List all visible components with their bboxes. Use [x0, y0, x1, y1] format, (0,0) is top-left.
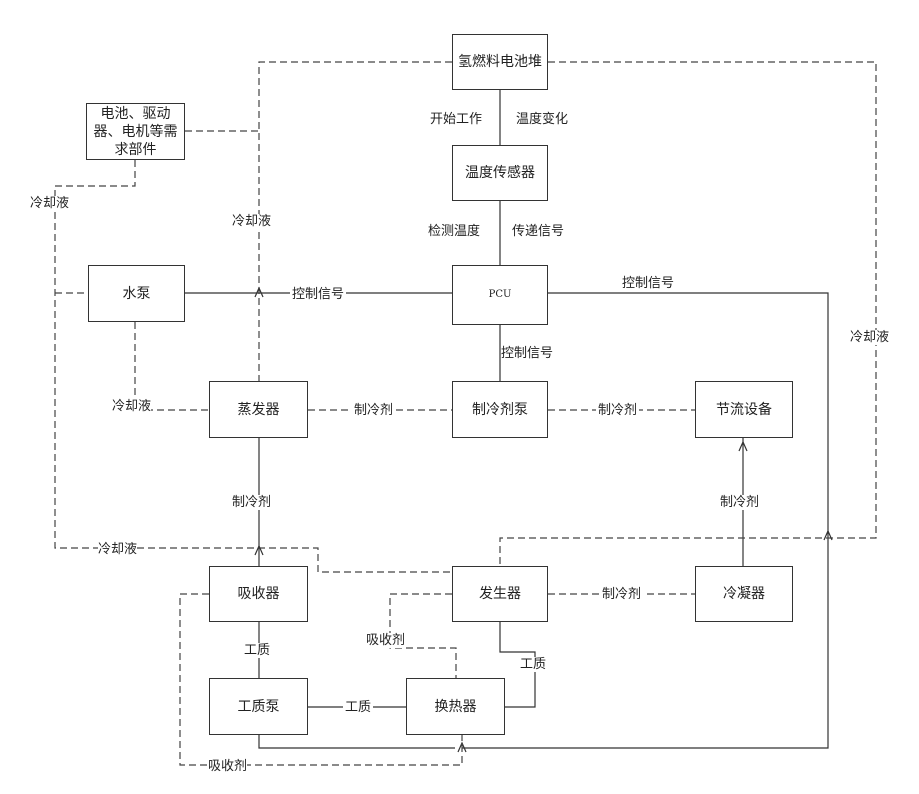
- label-refrigerant-evap: 制冷剂: [352, 403, 395, 418]
- label-refrigerant-cond: 制冷剂: [600, 587, 643, 602]
- label-refrigerant-down: 制冷剂: [232, 495, 271, 510]
- label-refrigerant-up: 制冷剂: [720, 495, 759, 510]
- label-coolant-top: 冷却液: [232, 214, 271, 229]
- line-pcu-right: [462, 293, 828, 748]
- label-refrigerant-throttle: 制冷剂: [596, 403, 639, 418]
- refrigerant-pump-box: 制冷剂泵: [452, 381, 548, 438]
- label-coolant-right: 冷却液: [850, 330, 889, 345]
- label-working-fluid-1: 工质: [244, 643, 270, 658]
- generator-box: 发生器: [452, 566, 548, 622]
- dash-pump-evap: [135, 322, 209, 410]
- label-coolant-left: 冷却液: [30, 196, 69, 211]
- evaporator-box: 蒸发器: [209, 381, 308, 438]
- label-control-signal-right: 控制信号: [622, 276, 674, 291]
- label-coolant-mid: 冷却液: [112, 399, 151, 414]
- absorber-box: 吸收器: [209, 566, 308, 622]
- label-control-signal-down: 控制信号: [501, 346, 553, 361]
- dash-coolant-top: [259, 62, 452, 381]
- condenser-box: 冷凝器: [695, 566, 793, 622]
- label-start-work: 开始工作: [430, 112, 482, 127]
- label-absorbent-mid: 吸收剂: [366, 633, 405, 648]
- heat-exchanger-box: 换热器: [406, 678, 505, 735]
- components-box: 电池、驱动器、电机等需求部件: [86, 103, 185, 160]
- line-workpump-bottom: [259, 735, 455, 748]
- label-control-signal-pump: 控制信号: [290, 287, 346, 302]
- label-transmit-signal: 传递信号: [512, 224, 564, 239]
- label-coolant-bottom: 冷却液: [98, 542, 137, 557]
- fuel-cell-box: 氢燃料电池堆: [452, 34, 548, 90]
- label-absorbent-bottom: 吸收剂: [208, 759, 247, 774]
- label-working-fluid-2: 工质: [343, 700, 373, 715]
- throttle-device-box: 节流设备: [695, 381, 793, 438]
- label-temp-change: 温度变化: [516, 112, 568, 127]
- label-detect-temp: 检测温度: [428, 224, 480, 239]
- dash-coolant-right: [500, 62, 876, 566]
- water-pump-box: 水泵: [88, 265, 185, 322]
- label-working-fluid-3: 工质: [520, 657, 546, 672]
- pcu-box: PCU: [452, 265, 548, 325]
- temperature-sensor-box: 温度传感器: [452, 145, 548, 201]
- working-fluid-pump-box: 工质泵: [209, 678, 308, 735]
